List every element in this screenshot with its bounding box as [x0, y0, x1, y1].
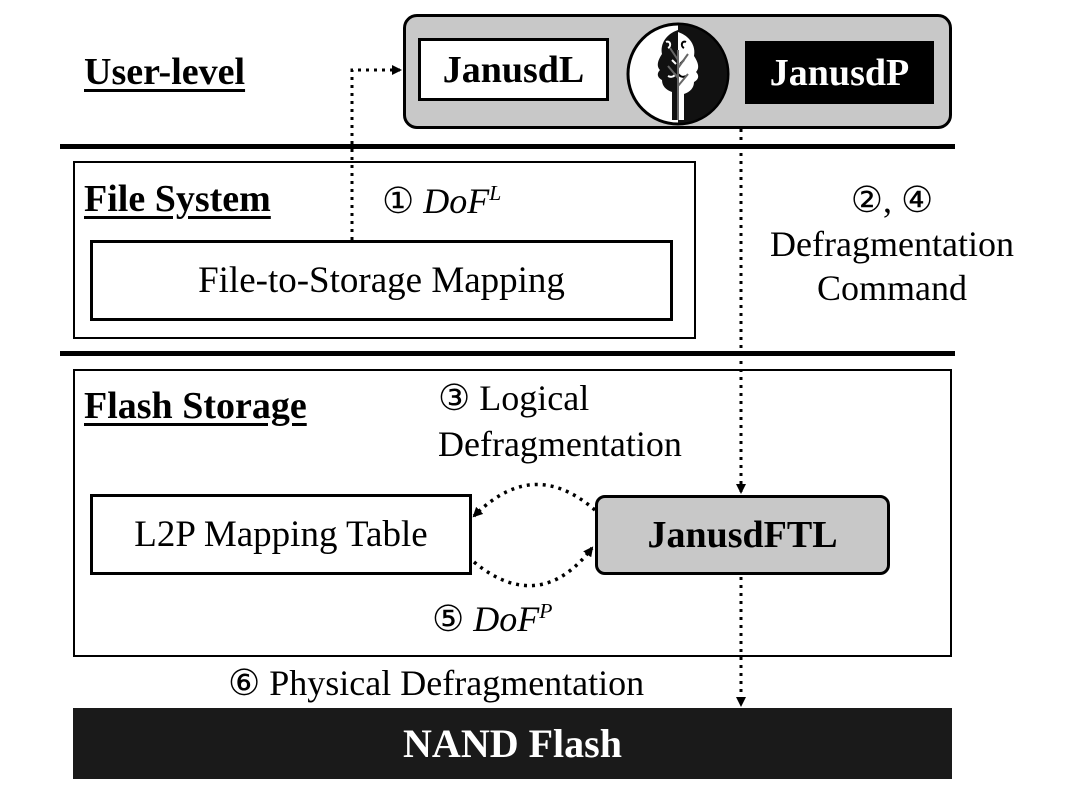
file-to-storage-mapping-label: File-to-Storage Mapping [198, 260, 565, 301]
logical-defrag-arrow [472, 482, 597, 518]
dof-p-label: DoFP [473, 599, 553, 639]
janus-face-logo-icon [626, 22, 730, 126]
separator-fs-flash [60, 351, 955, 356]
janus-logo [622, 20, 734, 128]
janusdl-box: JanusdL [418, 38, 609, 101]
nand-flash-bar: NAND Flash [73, 708, 952, 779]
l2p-mapping-table-box: L2P Mapping Table [90, 494, 472, 575]
step1-marker: ① [382, 181, 415, 221]
flash-storage-label: Flash Storage [84, 385, 307, 427]
steps-2-4-marker: ②, ④ [850, 180, 934, 220]
logical-defrag-annotation: ③ Logical Defragmentation [438, 375, 682, 467]
dof-p-arrow [472, 546, 594, 588]
dof-p-annotation: ⑤ DoFP [432, 598, 552, 640]
janusdftl-box: JanusdFTL [595, 495, 890, 575]
file-system-box [73, 161, 696, 339]
nand-flash-label: NAND Flash [403, 721, 622, 766]
janusdftl-label: JanusdFTL [647, 514, 838, 556]
l2p-mapping-table-label: L2P Mapping Table [134, 514, 428, 555]
step5-marker: ⑤ [432, 599, 465, 639]
defrag-command-line1: Defragmentation [770, 224, 1014, 264]
file-system-label: File System [84, 178, 271, 220]
step3-line1: ③ Logical [438, 378, 590, 418]
janusdp-box: JanusdP [745, 41, 934, 104]
dof-l-arrow [350, 65, 402, 240]
dof-l-annotation: ① DoFL [382, 180, 501, 222]
janusdp-label: JanusdP [769, 51, 910, 94]
defrag-command-line2: Command [817, 268, 967, 308]
file-to-storage-mapping-box: File-to-Storage Mapping [90, 240, 673, 321]
physical-defrag-label: ⑥ Physical Defragmentation [228, 663, 645, 703]
flash-storage-box [73, 369, 952, 657]
separator-user-fs [60, 144, 955, 149]
janusdl-label: JanusdL [442, 48, 585, 91]
step3-line2: Defragmentation [438, 424, 682, 464]
dof-l-label: DoFL [423, 181, 502, 221]
user-level-label: User-level [84, 51, 246, 93]
defrag-command-annotation: ②, ④ Defragmentation Command [752, 178, 1032, 310]
